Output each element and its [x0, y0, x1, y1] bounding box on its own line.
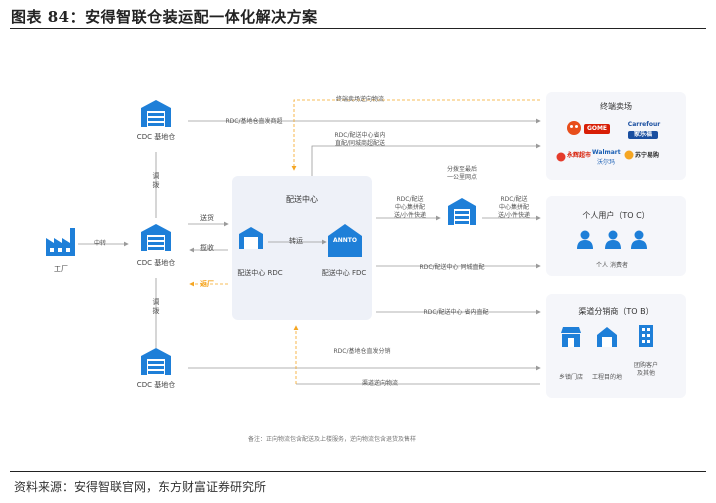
person-icon-1: [577, 230, 593, 249]
building-icon: [639, 325, 653, 347]
gome-logo: GOME: [584, 124, 610, 134]
rdc-province-label: RDC/配送中心 省内直配: [423, 309, 489, 316]
zhongzhuan-label: 中转: [93, 240, 107, 247]
rdc-bulk-label-1: RDC/配送 中心集拼配 送/小件快递: [393, 196, 427, 219]
fdc-logo: ANNTO: [333, 237, 357, 244]
cdc-bottom-label: CDC 基地仓: [136, 381, 176, 389]
rdc-warehouse-icon: [239, 227, 263, 249]
walmart-cn-logo: 沃尔玛: [596, 159, 615, 166]
personal-title: 个人用户（TO C）: [582, 211, 650, 220]
peisong-center-title: 配送中心: [286, 195, 318, 204]
source-note: 资料来源：安得智联官网，东方财富证券研究所: [14, 480, 267, 494]
footer-rule: [10, 471, 706, 472]
channel-title: 渠道分销商（TO B）: [578, 307, 654, 316]
yonghui-logo-icon: [556, 152, 566, 162]
rdc-label: 配送中心 RDC: [237, 269, 283, 277]
fenbo-warehouse-icon: [448, 198, 476, 225]
fdc-house-icon: [328, 224, 362, 257]
tiaobo-label-2: 调 拨: [152, 298, 160, 315]
channel-reverse-label: 渠道逆向物流: [361, 380, 399, 387]
gome-logo-icon: [567, 121, 581, 135]
fdc-label: 配送中心 FDC: [321, 269, 367, 277]
note: 备注：正向物流包含配送及上楼服务，逆向物流包含退货及售样: [248, 436, 417, 443]
walmart-logo: Walmart: [592, 149, 621, 156]
zhuanshou-label: 揽收: [200, 244, 214, 252]
store-icon: [561, 327, 581, 347]
rdc-direct-bottom-label: RDC/基地仓直发分销: [333, 348, 391, 355]
terminal-panel: [546, 92, 686, 180]
rdc-city-label: RDC/配送中心 同城直配: [419, 264, 485, 271]
rdc-direct-top-label: RDC/基地仓直发商超: [225, 118, 283, 125]
channel-item-3: 团购客户 及其他: [633, 362, 659, 377]
title-rule: [10, 28, 706, 29]
cdc-top-warehouse-icon: [141, 100, 171, 127]
person-icon-2: [605, 230, 621, 249]
personal-sub: 个人 消费者: [596, 262, 628, 269]
yonghui-logo: 永辉超市: [566, 152, 591, 159]
cdc-top-label: CDC 基地仓: [136, 133, 176, 141]
fanchang-label: 返厂: [200, 280, 214, 288]
person-icon-3: [631, 230, 647, 249]
suning-logo-icon: [624, 150, 634, 160]
rdc-intercity-label: RDC/配送中心省内 直配/同城商超配送: [334, 132, 386, 147]
rdc-bulk-label-2: RDC/配送 中心集拼配 送/小件快递: [497, 196, 531, 219]
construction-icon: [597, 327, 617, 347]
cdc-mid-label: CDC 基地仓: [136, 259, 176, 267]
cdc-bottom-warehouse-icon: [141, 348, 171, 375]
suning-logo: 苏宁易购: [634, 152, 659, 159]
figure-title: 图表 84：安得智联仓装运配一体化解决方案: [11, 8, 318, 26]
zhuanyun-label: 转运: [289, 237, 303, 245]
factory-icon: [46, 228, 75, 256]
channel-item-2: 工程目的地: [591, 374, 623, 381]
channel-item-1: 乡镇门店: [558, 374, 584, 381]
fenbo-label: 分拨至最后 一公里网点: [446, 166, 478, 181]
carrefour-cn-logo: 家乐福: [628, 131, 658, 139]
factory-label: 工厂: [54, 265, 68, 273]
cdc-mid-warehouse-icon: [141, 224, 171, 251]
carrefour-logo: Carrefour: [627, 121, 661, 128]
songhuo-label: 送货: [200, 214, 214, 222]
terminal-title: 终端卖场: [600, 102, 632, 111]
tiaobo-label-1: 调 拨: [152, 172, 160, 189]
reverse-top-label: 终端卖场逆向物流: [335, 96, 385, 103]
